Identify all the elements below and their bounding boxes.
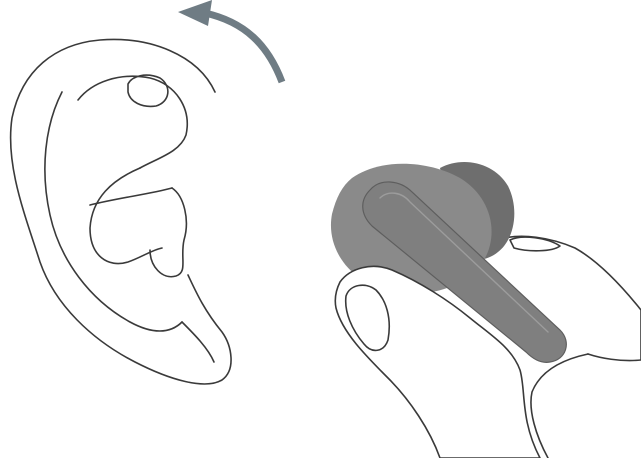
- ear-outline: [11, 39, 232, 383]
- rotation-arrow: [178, 0, 282, 82]
- ear-antihelix-inner: [78, 76, 187, 168]
- index-fingernail: [510, 237, 560, 251]
- ear-crus: [90, 188, 172, 205]
- ear-fossa: [128, 75, 168, 106]
- rotation-arrow-shaft: [205, 13, 282, 82]
- hand-and-earbud: [331, 162, 641, 458]
- ear-tragus: [150, 188, 186, 277]
- ear-lobe-inner: [182, 322, 214, 362]
- ear-helix: [11, 39, 232, 383]
- rotation-arrow-head: [178, 0, 212, 26]
- ear-antihelix-outer: [45, 92, 182, 331]
- ear-concha: [90, 168, 162, 264]
- palm-line: [531, 354, 588, 458]
